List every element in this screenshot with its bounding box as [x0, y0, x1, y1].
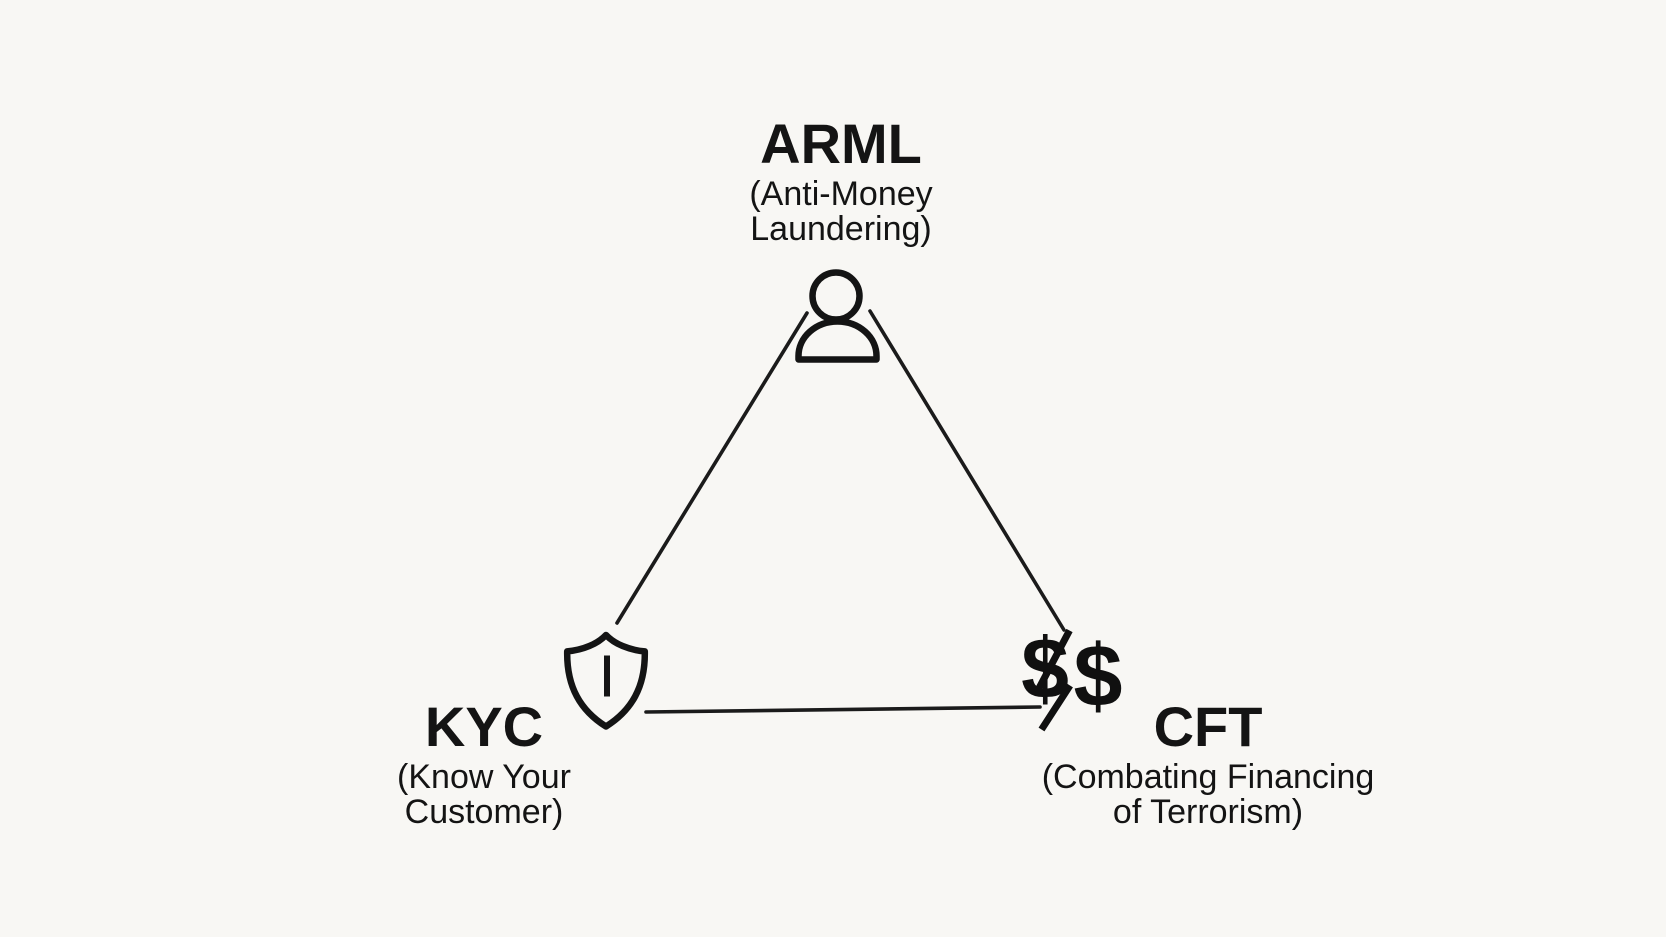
- kyc-subtitle: (Know Your Customer): [397, 760, 571, 830]
- shield-icon-outline: [563, 631, 649, 730]
- aml-subtitle-line1: (Anti-Money: [749, 175, 933, 213]
- kyc-subtitle-line1: (Know Your: [397, 758, 571, 796]
- edge-aml-kyc: [615, 311, 809, 625]
- crossed-dollars-icon: $ $: [1021, 621, 1123, 732]
- dollar-slash: [1034, 628, 1073, 732]
- node-cft: CFT (Combating Financing of Terrorism): [1042, 699, 1375, 830]
- person-icon: [795, 269, 880, 363]
- person-icon-head: [809, 269, 863, 323]
- aml-subtitle-line2: Laundering): [750, 210, 932, 248]
- cft-subtitle: (Combating Financing of Terrorism): [1042, 760, 1375, 830]
- node-kyc: KYC (Know Your Customer): [397, 699, 571, 830]
- kyc-acronym: KYC: [424, 695, 544, 758]
- aml-subtitle: (Anti-Money Laundering): [749, 177, 932, 247]
- cft-subtitle-line2: of Terrorism): [1112, 793, 1304, 831]
- aml-acronym: ARML: [760, 112, 922, 175]
- kyc-subtitle-line2: Customer): [404, 793, 564, 831]
- node-aml: ARML (Anti-Money Laundering): [749, 116, 932, 247]
- person-icon-body: [795, 318, 880, 363]
- edge-kyc-cft: [644, 705, 1042, 714]
- cft-subtitle-line1: (Combating Financing: [1041, 758, 1375, 796]
- shield-icon: [563, 631, 649, 730]
- dollar-sign-2: $: [1074, 626, 1123, 725]
- edge-aml-cft: [868, 309, 1066, 632]
- cft-acronym: CFT: [1153, 695, 1263, 758]
